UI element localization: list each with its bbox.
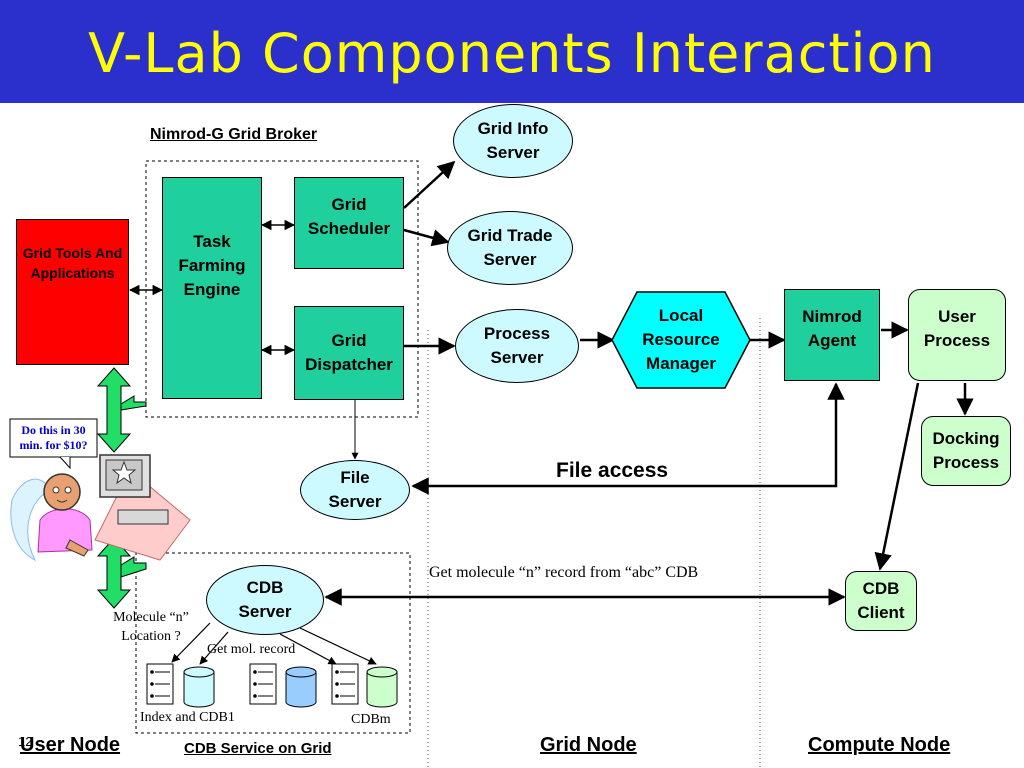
grid-tools-box: Grid Tools And Applications <box>16 219 129 365</box>
get-molecule-label: Get molecule “n” record from “abc” CDB <box>429 564 699 581</box>
grid-info-server-label: Grid Info Server <box>477 119 549 162</box>
index-and-cdb1-label: Index and CDB1 <box>140 710 235 725</box>
user-link-arrow-top <box>96 367 147 453</box>
grid-scheduler-label: Grid Scheduler <box>307 195 391 238</box>
cdbm-label: CDBm <box>351 712 391 727</box>
arrow-userprocess-cdbclient <box>874 382 920 571</box>
get-mol-record-label: Get mol. record <box>207 642 296 657</box>
broker-label: Nimrod-G Grid Broker <box>150 126 318 143</box>
cdb-service-region <box>135 552 411 734</box>
user-process-box: User Process <box>908 289 1006 381</box>
user-link-arrow-bottom <box>96 537 147 609</box>
process-server-label: Process Server <box>483 324 551 367</box>
database-cdb2 <box>285 666 317 708</box>
footer-grid-node: Grid Node <box>540 734 637 756</box>
molecule-location-label: Molecule “n” Location ? <box>113 610 189 644</box>
file-server-node: File Server <box>300 460 410 520</box>
grid-dispatcher-label: Grid Dispatcher <box>305 331 393 374</box>
docking-process-box: Docking Process <box>921 416 1011 486</box>
grid-trade-server-label: Grid Trade Server <box>467 226 553 269</box>
callout-box <box>9 418 98 458</box>
database-cdb1 <box>183 666 215 708</box>
file-access-label: File access <box>556 459 669 482</box>
grid-info-server-node: Grid Info Server <box>453 104 573 178</box>
grid-scheduler-box: Grid Scheduler <box>294 177 404 269</box>
callout-text: Do this in 30 min. for $10? <box>19 423 88 452</box>
grid-dispatcher-box: Grid Dispatcher <box>294 306 404 400</box>
nimrod-agent-box: Nimrod Agent <box>784 289 880 381</box>
docking-process-label: Docking Process <box>932 429 1000 472</box>
arrow-scheduler-trade <box>403 228 450 247</box>
index-icon <box>146 663 359 705</box>
local-resource-manager-label: Local Resource Manager <box>642 306 720 373</box>
cdb-server-node: CDB Server <box>206 565 324 635</box>
file-server-label: File Server <box>328 468 382 511</box>
grid-trade-server-node: Grid Trade Server <box>447 211 573 285</box>
task-farming-label: Task Farming Engine <box>178 232 246 299</box>
nimrod-agent-label: Nimrod Agent <box>802 307 862 350</box>
title-bar <box>0 0 1024 103</box>
page-number: 12 <box>18 734 33 749</box>
cdb-server-label: CDB Server <box>238 578 292 621</box>
footer-compute-node: Compute Node <box>808 734 951 756</box>
process-server-node: Process Server <box>455 309 579 383</box>
database-cdbm <box>366 666 398 708</box>
arrow-scheduler-info <box>403 160 456 209</box>
local-resource-manager-shape <box>611 291 751 389</box>
slide-title: V-Lab Components Interaction <box>88 22 936 85</box>
cdb-client-label: CDB Client <box>857 579 905 622</box>
user-clipart <box>10 454 191 562</box>
footer-user-node: User Node <box>20 734 121 756</box>
task-farming-engine-box: Task Farming Engine <box>162 177 262 399</box>
arrow-file-access <box>411 382 845 495</box>
grid-tools-label: Grid Tools And Applications <box>22 245 123 281</box>
user-process-label: User Process <box>923 307 991 350</box>
cdb-client-box: CDB Client <box>845 571 917 631</box>
footer-cdb-service: CDB Service on Grid <box>184 740 332 757</box>
